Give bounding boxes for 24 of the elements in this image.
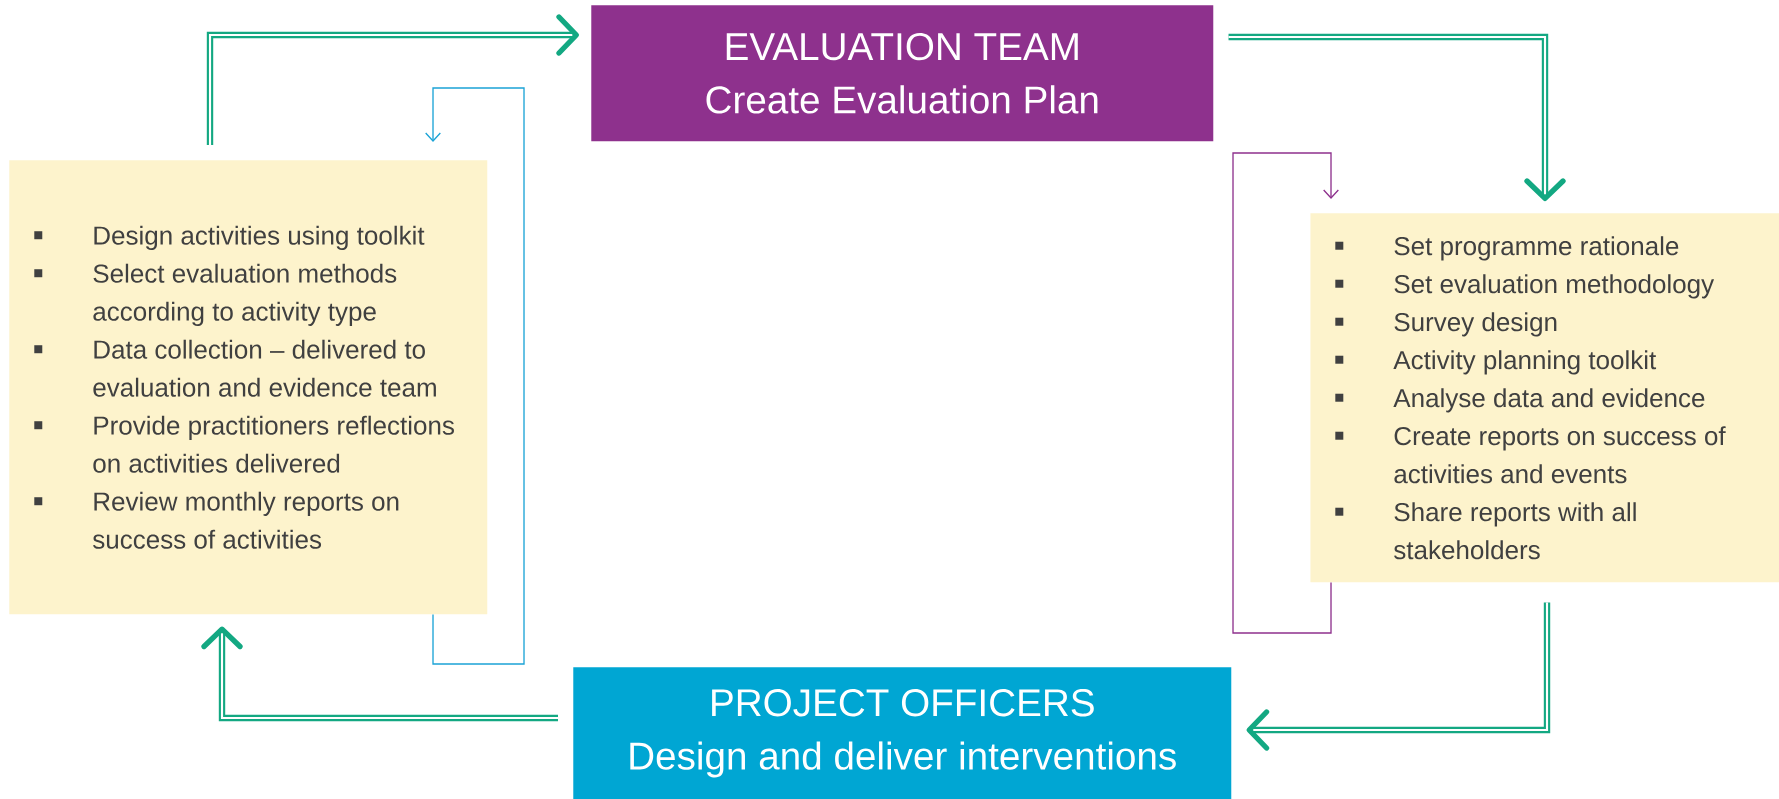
list-box: [1310, 213, 1779, 583]
list-item: Select evaluation methods according to activity type: [93, 263, 397, 326]
process-box: [573, 667, 1232, 799]
list-item: Provide practitioners reflections on activities delivered: [93, 415, 454, 473]
box-title: PROJECT OFFICERS: [712, 689, 1094, 717]
box-title: Design and deliver interventions: [630, 741, 1176, 778]
box-title: EVALUATION TEAM: [726, 32, 1078, 61]
list-item: Design activities using toolkit: [94, 225, 425, 250]
list-item: Set evaluation methodology: [1394, 274, 1715, 299]
list-item: Activity planning toolkit: [1393, 350, 1657, 375]
list-item: Review monthly reports on success of activities: [93, 491, 399, 549]
list-box: [9, 160, 488, 615]
list-item: Analyse data and evidence: [1393, 388, 1705, 413]
list-item: Set programme rationale: [1394, 236, 1679, 261]
list-item: Share reports with all stakeholders: [1394, 502, 1636, 560]
loop-arrow: [425, 87, 525, 665]
process-box: [591, 5, 1214, 142]
list-item: Data collection – delivered to evaluation and evidence team: [93, 339, 436, 397]
flow-arrow: [1246, 602, 1551, 751]
flow-arrow: [1228, 33, 1566, 201]
loop-arrow: [1232, 152, 1339, 634]
box-title: Create Evaluation Plan: [706, 85, 1098, 114]
list-item: Create reports on success of activities and events: [1394, 426, 1726, 484]
list-item: Survey design: [1394, 312, 1557, 337]
